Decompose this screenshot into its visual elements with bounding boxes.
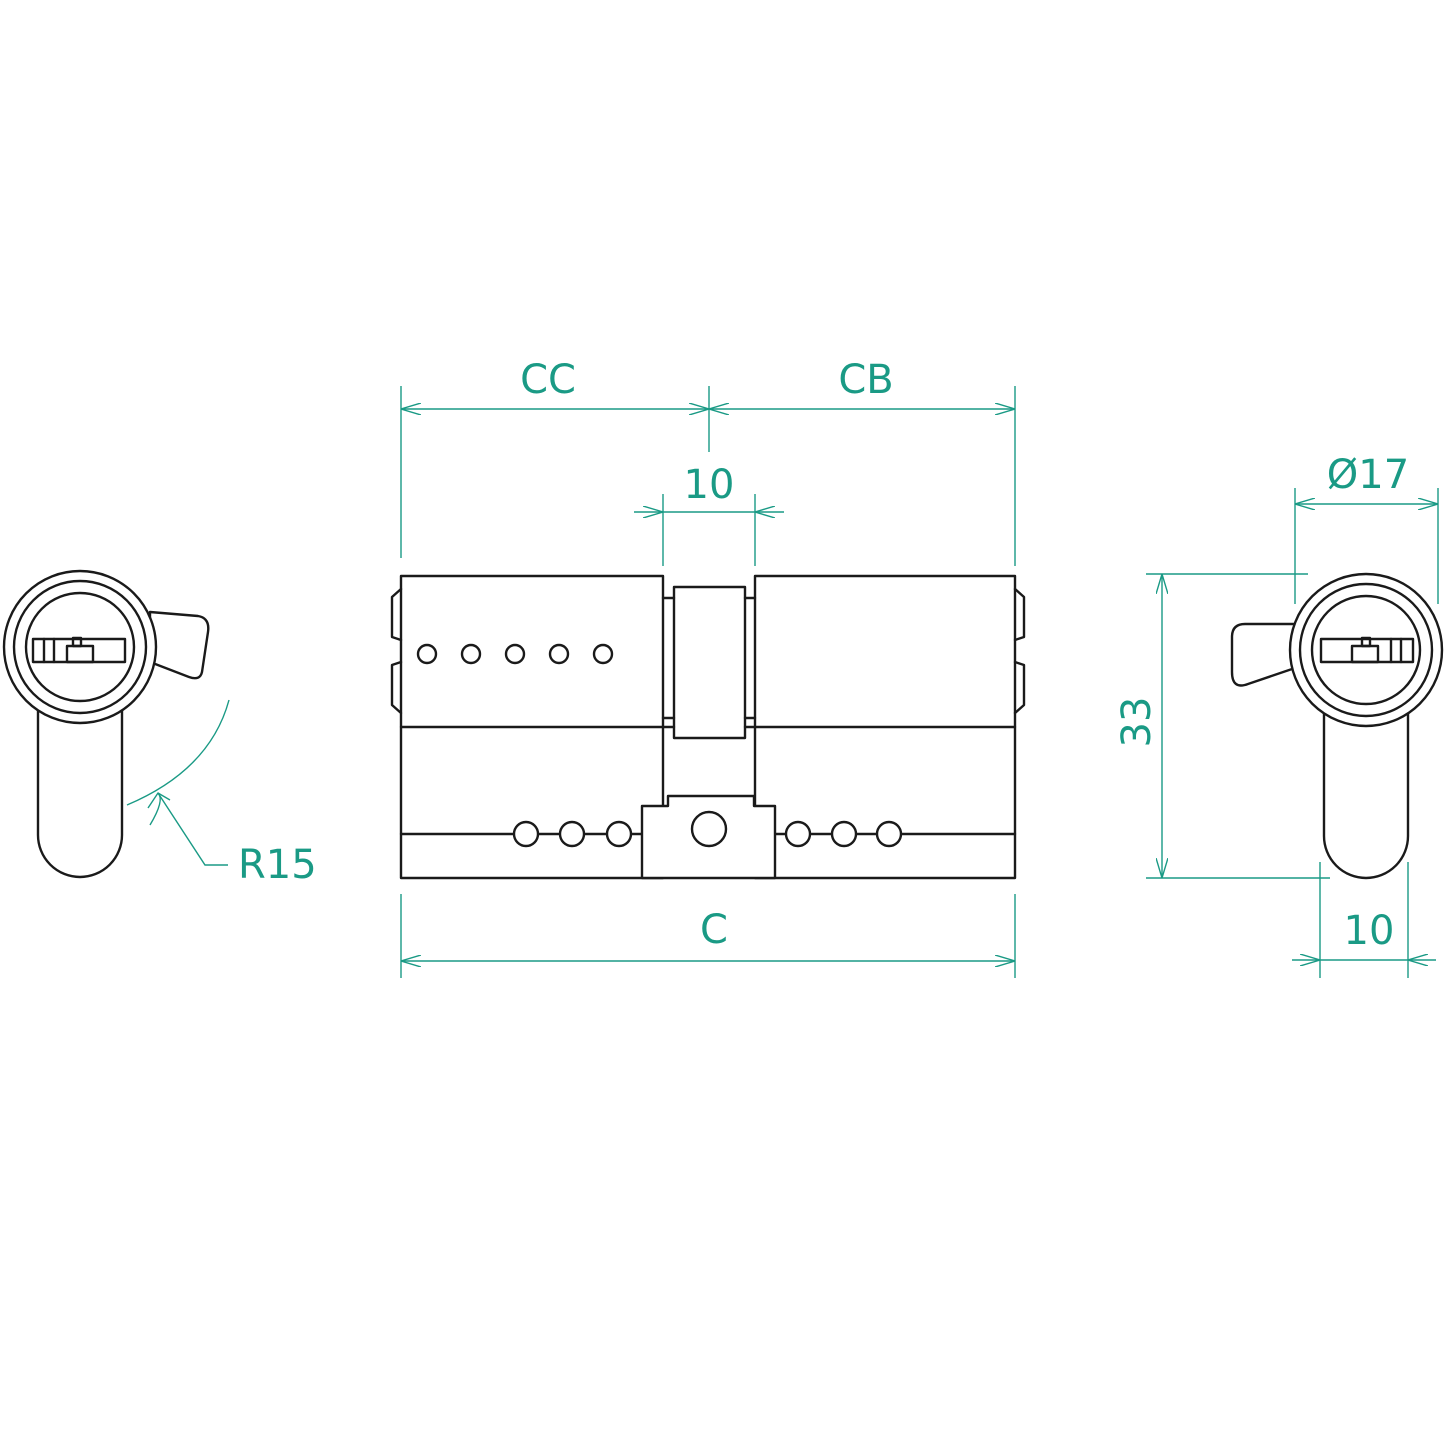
right-cam-lobe	[1322, 698, 1410, 880]
cc-cb-dimension	[400, 386, 1016, 566]
diameter-dimension	[1294, 488, 1439, 604]
right-end-view	[1230, 572, 1444, 880]
left-cam-lobe	[36, 698, 124, 879]
diameter-label: Ø17	[1327, 452, 1409, 498]
overall-length-label: C	[700, 907, 728, 953]
lobe-width-dimension	[1292, 862, 1436, 978]
right-inner-ring	[1298, 582, 1434, 718]
cb-label: CB	[838, 357, 893, 403]
bottom-pins-left	[512, 820, 633, 848]
right-plug-face	[1310, 594, 1422, 706]
cam-width-label: 10	[684, 462, 735, 508]
height-label: 33	[1114, 697, 1160, 748]
height-dimension	[1146, 573, 1330, 879]
left-plug-face	[24, 591, 136, 703]
overall-length-dimension	[400, 894, 1016, 978]
cam	[672, 585, 747, 740]
lobe-width-label: 10	[1344, 908, 1395, 954]
cylinder-side-view	[390, 574, 1026, 880]
right-turn-wing	[1230, 622, 1297, 687]
cam-width-dimension	[634, 494, 784, 566]
left-turn-wing	[148, 610, 210, 680]
cc-label: CC	[520, 357, 576, 403]
right-tip-upper	[1013, 587, 1026, 642]
fixing-screw-hole	[690, 810, 728, 848]
left-tip-lower	[390, 660, 403, 715]
fixing-screw-block	[640, 794, 777, 880]
right-keyway-icon	[1319, 636, 1415, 664]
left-tip-upper	[390, 587, 403, 642]
left-pin-holes	[416, 643, 614, 665]
radius-dimension	[126, 699, 230, 866]
bottom-pins-right	[784, 820, 903, 848]
left-end-view	[2, 569, 210, 879]
right-tip-lower	[1013, 660, 1026, 715]
left-keyway-icon	[31, 636, 127, 664]
radius-label: R15	[238, 842, 317, 888]
left-inner-ring	[12, 579, 148, 715]
